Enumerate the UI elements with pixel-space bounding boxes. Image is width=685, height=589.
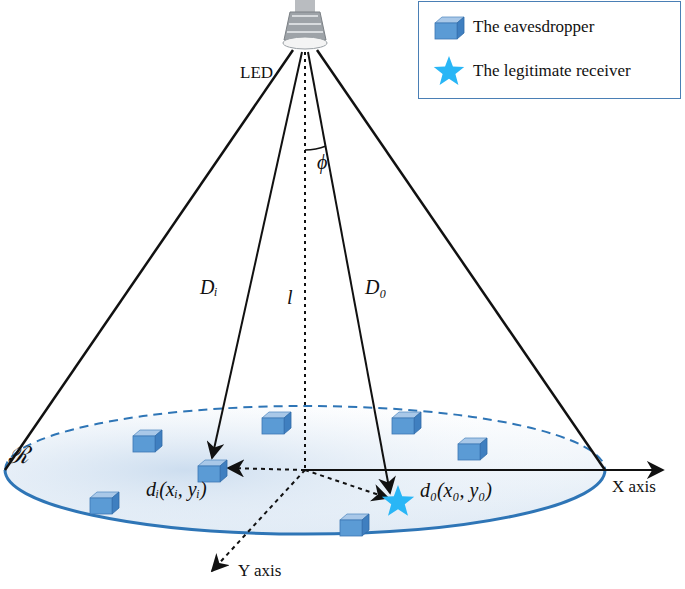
label: LED [240, 64, 273, 83]
x-axis [305, 469, 663, 471]
label: dᵢ(xᵢ, yᵢ) [146, 478, 207, 500]
eavesdropper-cube [133, 430, 162, 452]
label: X axis [612, 478, 656, 497]
area-boundary-front [5, 470, 605, 534]
distance-arrow [308, 52, 390, 493]
y-axis [212, 470, 305, 571]
height-line [304, 52, 306, 470]
legend-text: The eavesdropper [473, 17, 594, 37]
angle-arc [305, 146, 326, 150]
label: ϕ [317, 151, 327, 173]
legend: The eavesdropperThe legitimate receiver [418, 1, 681, 99]
led-bulb [283, 0, 327, 49]
receiver-star [382, 485, 414, 516]
label: D₀ [365, 276, 386, 298]
position-vector [305, 470, 388, 498]
label: l [287, 286, 293, 308]
label: ℛ [8, 442, 29, 468]
position-vector [228, 468, 305, 470]
cone-edge [5, 50, 293, 470]
distance-arrow [212, 52, 302, 458]
eavesdropper-cube [262, 412, 291, 434]
cone-edge [317, 50, 605, 470]
legend-text: The legitimate receiver [473, 61, 631, 81]
receiver-star [434, 56, 464, 85]
eavesdropper-cube [435, 17, 464, 39]
eavesdropper-cube [458, 438, 487, 460]
eavesdropper-cube [90, 492, 119, 514]
eavesdropper-cube [392, 412, 421, 434]
label: Dᵢ [200, 276, 218, 298]
eavesdropper-cube [340, 514, 369, 536]
label: d₀(x₀, y₀) [420, 479, 492, 501]
label: Y axis [238, 562, 281, 581]
